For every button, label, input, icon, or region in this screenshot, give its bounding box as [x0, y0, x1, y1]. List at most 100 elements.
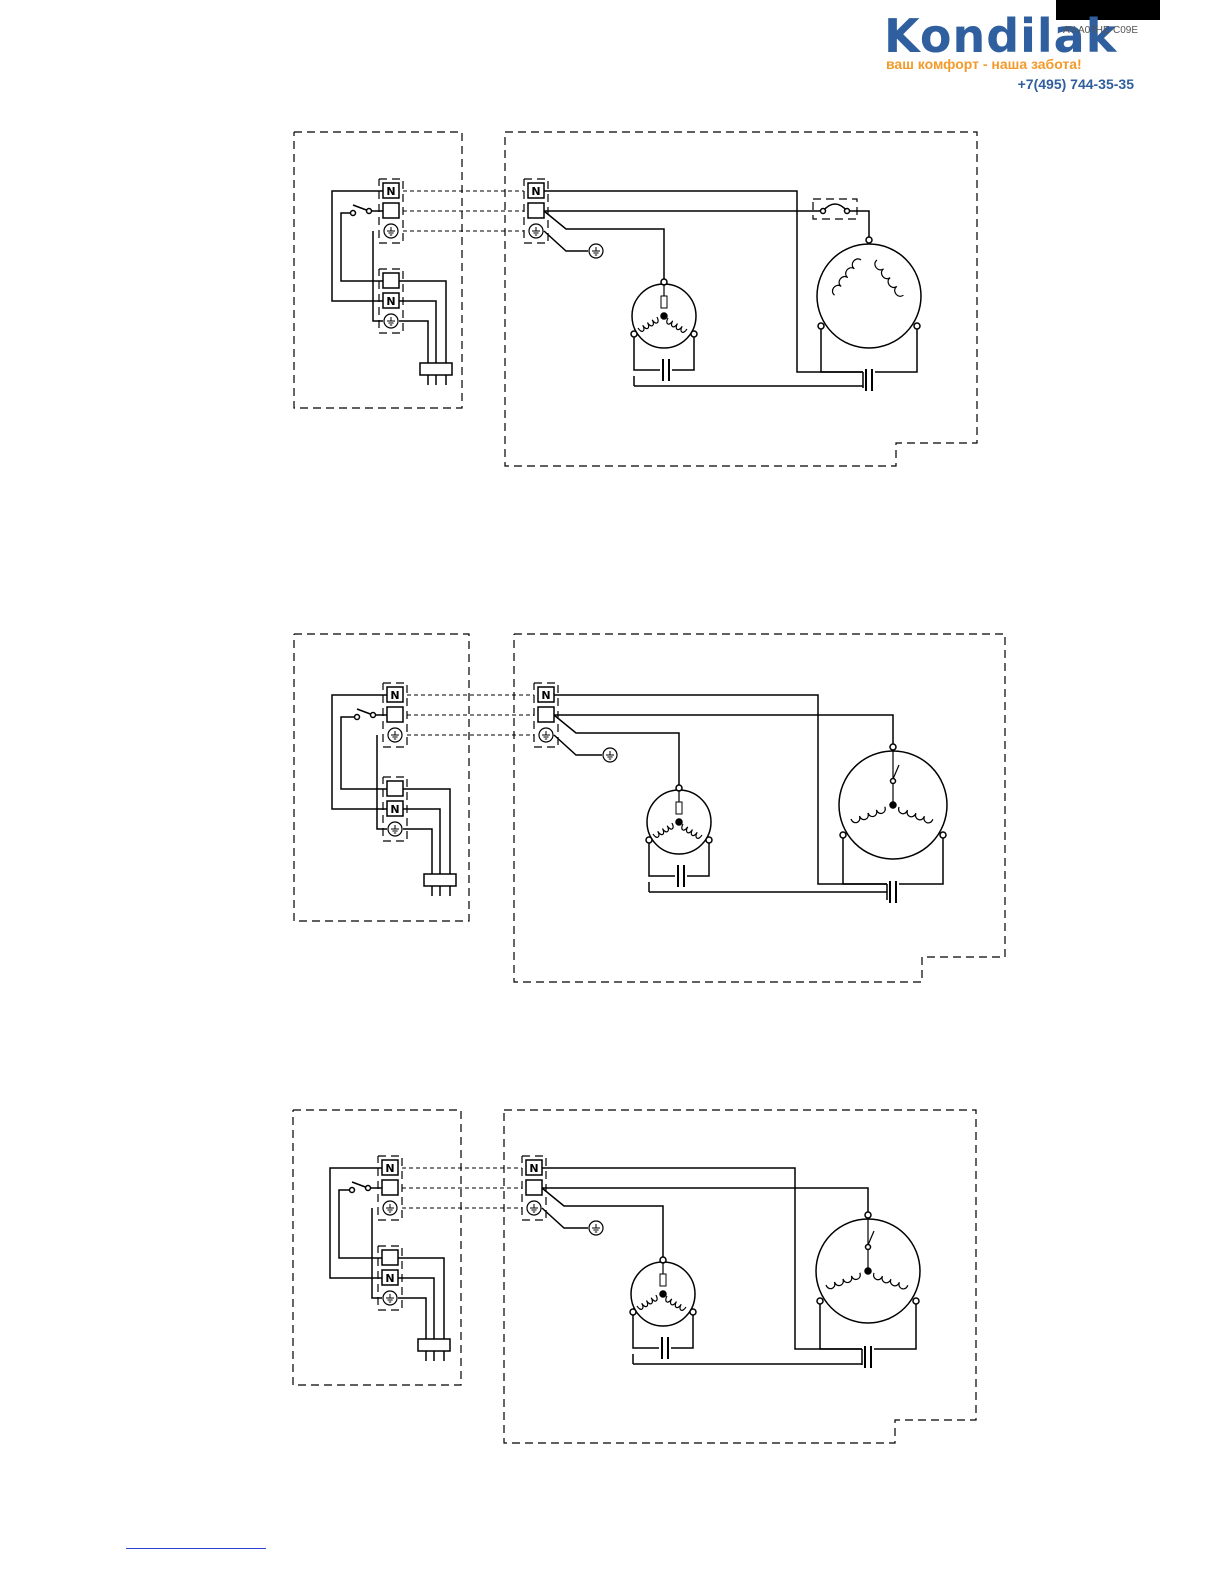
- fan-cap-wire-a: [649, 843, 675, 876]
- overload-switch: [893, 765, 899, 779]
- compressor-feed-wire: [849, 211, 869, 237]
- indoor-terminal-l: [383, 203, 399, 218]
- chassis-ground-wire: [554, 735, 602, 755]
- outdoor-terminal-l: [538, 707, 554, 722]
- compressor-line-wire: [554, 715, 893, 744]
- power-ground-icon: [388, 822, 402, 836]
- fan-motor-terminal: [630, 1309, 636, 1315]
- compressor-winding-right: [875, 260, 904, 296]
- line-loop-wire: [341, 213, 383, 281]
- power-ground-icon: [384, 314, 398, 328]
- ground-loop-wire: [373, 231, 383, 321]
- line-loop-wire: [341, 717, 387, 789]
- comp-cap-wire-a: [843, 838, 887, 884]
- switch-contact: [371, 713, 376, 718]
- wiring-diagram-2: N N N: [294, 634, 1005, 982]
- indoor-ground-icon: [384, 224, 398, 238]
- fan-supply-wire: [544, 211, 664, 279]
- outdoor-terminal-n-label: N: [529, 1162, 538, 1175]
- compressor-line-wire: [542, 1188, 868, 1212]
- compressor-motor: [817, 244, 921, 348]
- overload-protector: [823, 204, 847, 211]
- switch-contact: [350, 1188, 355, 1193]
- outdoor-terminal-n-label: N: [541, 689, 550, 702]
- outdoor-unit-box: [504, 1110, 976, 1443]
- compressor-winding-left: [851, 807, 885, 823]
- fan-motor-terminal: [631, 331, 637, 337]
- compressor-terminal: [840, 832, 846, 838]
- thermal-fuse: [660, 1274, 666, 1286]
- thermal-fuse: [676, 802, 682, 814]
- neutral-wire: [544, 191, 863, 372]
- thermal-fuse: [661, 296, 667, 308]
- power-terminal-n-label: N: [386, 295, 395, 308]
- outdoor-ground-icon: [539, 728, 553, 742]
- fan-winding-left: [637, 1295, 657, 1309]
- switch-contact: [351, 211, 356, 216]
- line-loop-wire: [339, 1190, 382, 1258]
- fan-cap-wire-a: [633, 1315, 659, 1348]
- outdoor-terminal-l: [528, 203, 544, 218]
- neutral-wire: [542, 1168, 862, 1349]
- overload-contact: [845, 209, 850, 214]
- fan-supply-wire: [542, 1188, 663, 1257]
- neutral-loop-wire: [332, 191, 383, 301]
- compressor-terminal: [940, 832, 946, 838]
- wiring-diagram-3: NNN: [293, 1110, 976, 1443]
- outdoor-ground-icon: [527, 1201, 541, 1215]
- comp-cap-wire-b: [875, 329, 917, 372]
- fan-winding-right: [682, 824, 702, 838]
- neutral-loop-wire: [330, 1168, 382, 1278]
- footer-link-underline[interactable]: [126, 1548, 266, 1549]
- ground-loop-wire: [377, 735, 387, 829]
- switch-contact: [355, 715, 360, 720]
- fan-motor-terminal: [646, 837, 652, 843]
- comp-cap-wire-a: [821, 329, 863, 372]
- indoor-terminal-n-label: N: [385, 1162, 394, 1175]
- overload-contact: [891, 779, 896, 784]
- fan-motor-center: [660, 1291, 666, 1297]
- compressor-winding-right: [899, 807, 933, 823]
- compressor-terminal: [866, 237, 872, 243]
- outdoor-unit-box: [514, 634, 1005, 982]
- power-plug: [424, 874, 456, 886]
- chassis-ground-wire: [542, 1208, 588, 1228]
- outdoor-ground-icon: [529, 224, 543, 238]
- indoor-terminal-n-label: N: [390, 689, 399, 702]
- fan-winding-right: [667, 318, 687, 332]
- wiring-diagram-1: N N N: [294, 132, 977, 466]
- switch-contact: [366, 1186, 371, 1191]
- compressor-terminal: [817, 1298, 823, 1304]
- chassis-ground-icon: [589, 1221, 603, 1235]
- fan-motor-center: [661, 313, 667, 319]
- power-plug: [420, 363, 452, 375]
- fan-motor-terminal: [706, 837, 712, 843]
- outdoor-terminal-l: [526, 1180, 542, 1195]
- fan-motor-center: [676, 819, 682, 825]
- fan-winding-right: [666, 1296, 686, 1310]
- power-terminal-l: [383, 273, 399, 288]
- power-terminal-n-label: N: [390, 803, 399, 816]
- compressor-terminal: [865, 1212, 871, 1218]
- overload-protector-box: [813, 199, 857, 219]
- outdoor-terminal-n-label: N: [531, 185, 540, 198]
- power-terminal-l: [387, 781, 403, 796]
- comp-cap-wire-b: [874, 1304, 916, 1349]
- compressor-terminal: [818, 323, 824, 329]
- fan-motor-terminal: [691, 331, 697, 337]
- power-terminal-l: [382, 1250, 398, 1265]
- fan-motor-terminal: [690, 1309, 696, 1315]
- chassis-ground-icon: [603, 748, 617, 762]
- ground-loop-wire: [372, 1208, 382, 1298]
- indoor-terminal-n-label: N: [386, 185, 395, 198]
- compressor-terminal: [914, 323, 920, 329]
- neutral-wire: [554, 695, 887, 884]
- chassis-ground-wire: [544, 231, 588, 251]
- indoor-ground-icon: [383, 1201, 397, 1215]
- power-plug: [418, 1339, 450, 1351]
- comp-cap-wire-a: [820, 1304, 862, 1349]
- compressor-winding-left: [826, 1273, 860, 1289]
- compressor-winding-right: [874, 1273, 908, 1289]
- switch-contact: [367, 209, 372, 214]
- overload-switch: [868, 1231, 874, 1245]
